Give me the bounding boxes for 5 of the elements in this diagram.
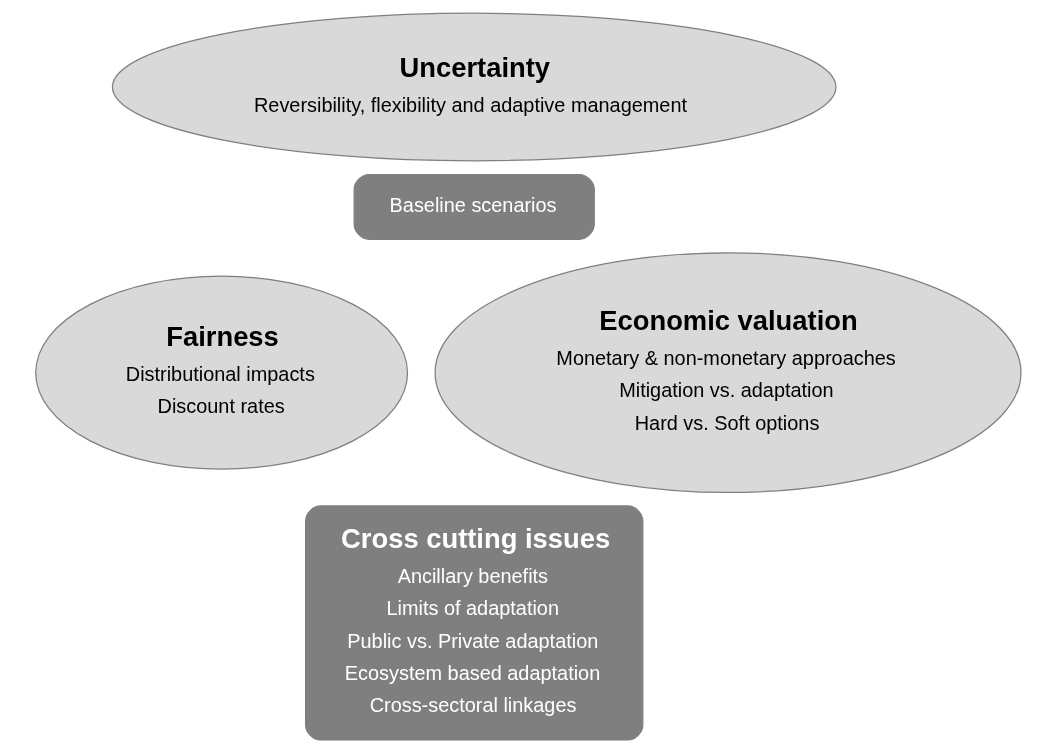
- node-ellipse: Economic valuation Monetary & non-monetary approaches Mitigation vs. adaptation Hard vs. Soft options: [434, 252, 1022, 494]
- node-ellipse: Fairness Distributional impacts Discount rates: [35, 275, 409, 470]
- node-ellipse: Uncertainty Reversibility, flexibility and adaptive management: [111, 12, 837, 162]
- node-box: Baseline scenarios: [353, 174, 595, 240]
- node-box: Cross cutting issues Ancillary benefits Limits of adaptation Public vs. Private adaptation Ecosystem based adaptation Cross-sectoral linkages: [305, 505, 644, 741]
